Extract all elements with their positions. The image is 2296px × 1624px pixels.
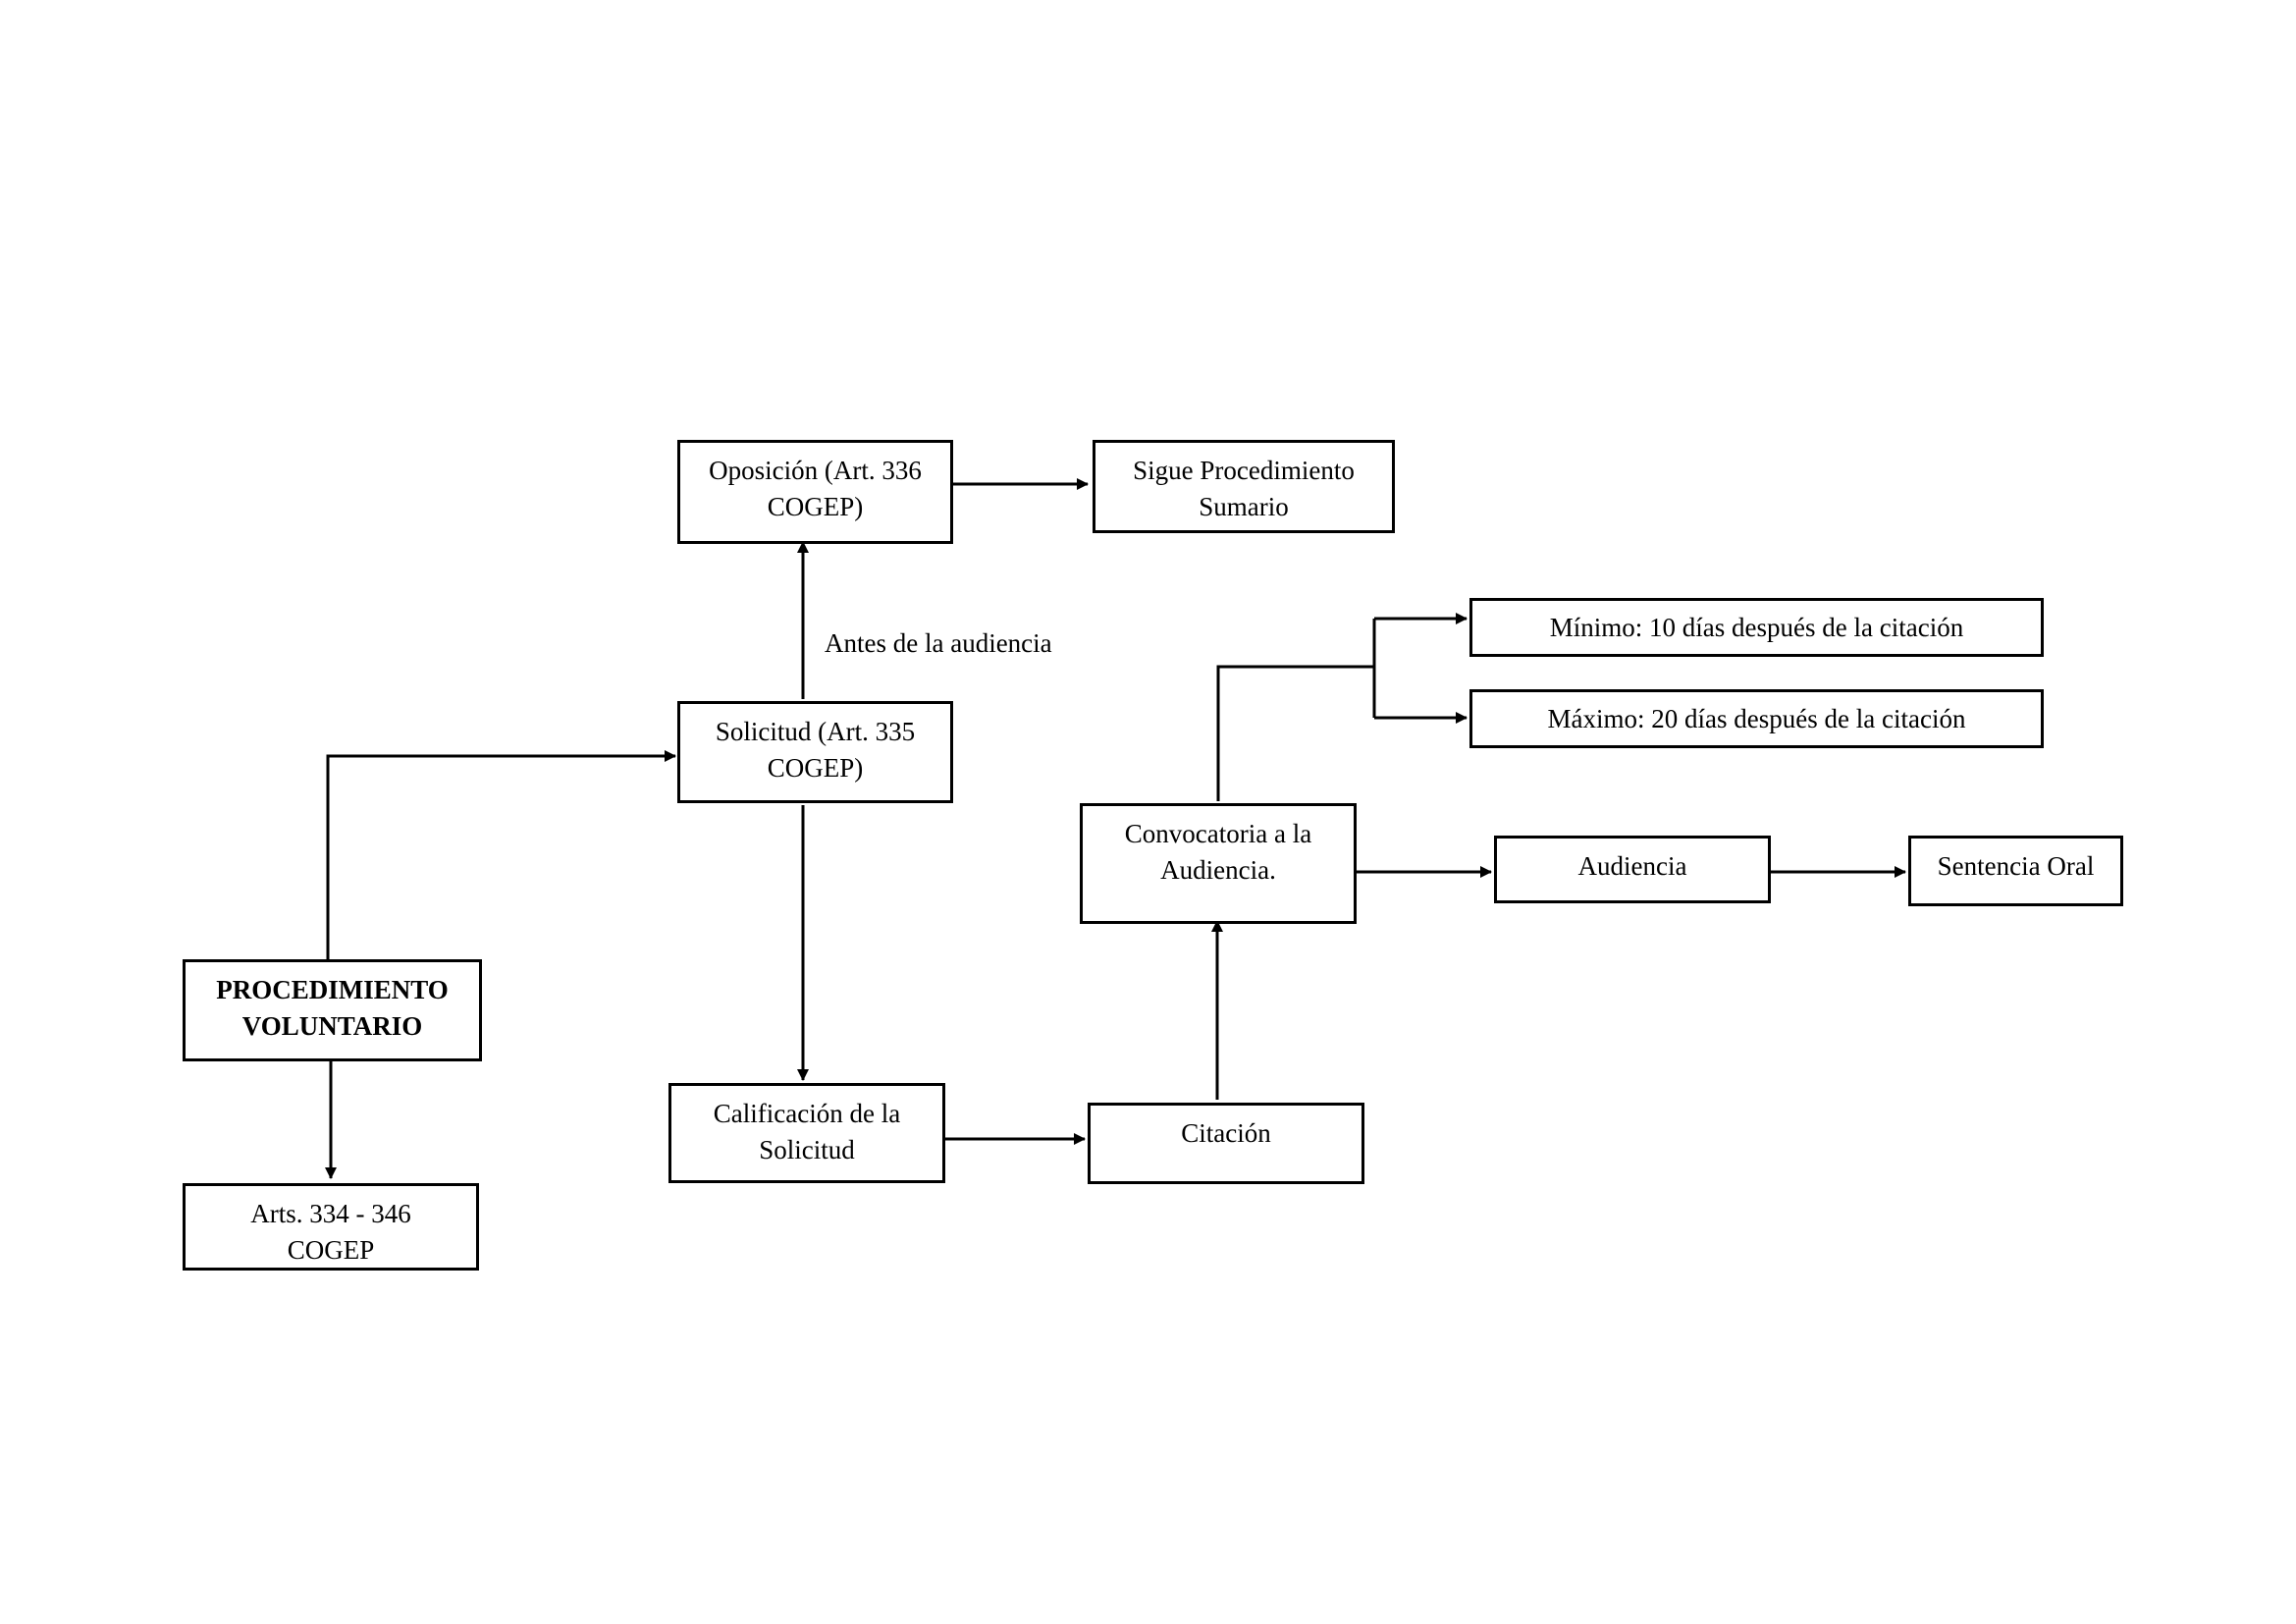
node-procedimiento-voluntario: PROCEDIMIENTO VOLUNTARIO	[183, 959, 482, 1061]
arrow-procedimiento-to-solicitud	[326, 750, 676, 960]
node-oposicion-line2: COGEP)	[767, 492, 864, 521]
node-solicitud-line2: COGEP)	[767, 753, 864, 783]
node-oposicion: Oposición (Art. 336 COGEP)	[677, 440, 953, 544]
node-maximo-line1: Máximo: 20 días después de la citación	[1547, 703, 1966, 733]
node-arts-line2: COGEP	[287, 1235, 375, 1265]
node-convocatoria-line2: Audiencia.	[1160, 855, 1276, 885]
node-sumario-line1: Sigue Procedimiento	[1133, 456, 1355, 485]
node-minimo-line1: Mínimo: 10 días después de la citación	[1549, 612, 1964, 642]
node-maximo: Máximo: 20 días después de la citación	[1469, 689, 2044, 748]
edge-label-antes-de-la-audiencia: Antes de la audiencia	[825, 628, 1052, 658]
node-citacion-line1: Citación	[1181, 1118, 1271, 1148]
node-oposicion-line1: Oposición (Art. 336	[709, 456, 922, 485]
node-calificacion: Calificación de la Solicitud	[668, 1083, 945, 1183]
node-citacion: Citación	[1088, 1103, 1364, 1184]
node-convocatoria-line1: Convocatoria a la	[1124, 819, 1312, 848]
node-solicitud-line1: Solicitud (Art. 335	[715, 717, 916, 746]
node-sentencia-line1: Sentencia Oral	[1937, 851, 2095, 881]
node-arts: Arts. 334 - 346 COGEP	[183, 1183, 479, 1271]
node-calificacion-line2: Solicitud	[759, 1135, 855, 1164]
node-solicitud: Solicitud (Art. 335 COGEP)	[677, 701, 953, 803]
node-procedimiento-line2: VOLUNTARIO	[241, 1011, 423, 1041]
node-sumario-line2: Sumario	[1199, 492, 1289, 521]
node-arts-line1: Arts. 334 - 346	[250, 1199, 411, 1228]
connector-convocatoria-branch	[1216, 665, 1374, 801]
node-procedimiento-line1: PROCEDIMIENTO	[216, 975, 449, 1004]
node-convocatoria: Convocatoria a la Audiencia.	[1080, 803, 1357, 924]
node-calificacion-line1: Calificación de la	[713, 1099, 901, 1128]
node-sigue-procedimiento-sumario: Sigue Procedimiento Sumario	[1093, 440, 1395, 533]
node-sentencia-oral: Sentencia Oral	[1908, 836, 2123, 906]
node-audiencia-line1: Audiencia	[1577, 851, 1687, 881]
node-minimo: Mínimo: 10 días después de la citación	[1469, 598, 2044, 657]
node-audiencia: Audiencia	[1494, 836, 1771, 903]
